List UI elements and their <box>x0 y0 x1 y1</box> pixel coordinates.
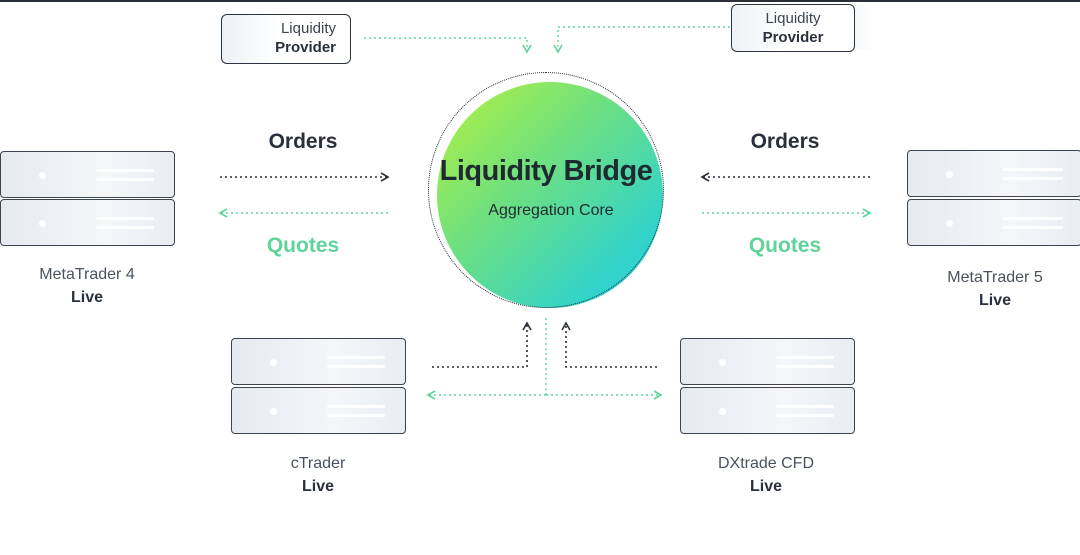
core-dotted-ring <box>428 72 664 308</box>
liquidity-provider-right: Liquidity Provider <box>731 4 855 52</box>
server-led-icon <box>719 359 726 366</box>
mt4-server-unit-1 <box>0 151 175 198</box>
server-slot-icon <box>776 414 834 417</box>
server-slot-icon <box>1003 217 1063 220</box>
server-slot-icon <box>1003 168 1063 171</box>
provider-left-line <box>364 37 532 54</box>
server-slot-icon <box>776 365 834 368</box>
top-border <box>0 0 1080 2</box>
right-orders-label: Orders <box>750 130 820 153</box>
server-slot-icon <box>96 226 154 229</box>
right-quotes-label: Quotes <box>748 234 822 257</box>
server-led-icon <box>946 220 953 227</box>
mt5-name: MetaTrader 5 <box>947 269 1043 286</box>
left-orders-label: Orders <box>268 130 338 153</box>
server-led-icon <box>270 359 277 366</box>
liquidity-provider-left: Liquidity Provider <box>221 14 351 64</box>
mt4-status: Live <box>70 289 103 306</box>
dxtrade-orders-line <box>561 321 657 368</box>
dxtrade-server-unit-1 <box>680 338 855 385</box>
ctrader-status: Live <box>301 478 334 495</box>
server-slot-icon <box>327 365 385 368</box>
server-slot-icon <box>96 178 154 181</box>
server-slot-icon <box>327 414 385 417</box>
provider-right-line1: Liquidity <box>765 10 821 27</box>
ctrader-name: cTrader <box>290 455 346 472</box>
server-led-icon <box>39 172 46 179</box>
provider-left-line1: Liquidity <box>280 20 336 37</box>
core-title: Liquidity Bridge <box>439 155 653 187</box>
provider-right-line2: Provider <box>762 29 824 46</box>
mt5-status: Live <box>978 292 1011 309</box>
dxtrade-server-unit-2 <box>680 387 855 434</box>
server-slot-icon <box>1003 226 1063 229</box>
dxtrade-name: DXtrade CFD <box>717 455 815 472</box>
provider-left-line2: Provider <box>275 39 336 56</box>
mt5-server-unit-2 <box>907 199 1080 246</box>
server-slot-icon <box>1003 177 1063 180</box>
dxtrade-status: Live <box>749 478 782 495</box>
server-slot-icon <box>96 217 154 220</box>
server-led-icon <box>719 408 726 415</box>
server-led-icon <box>39 220 46 227</box>
core-subtitle: Aggregation Core <box>488 202 614 219</box>
mt4-name: MetaTrader 4 <box>39 266 135 283</box>
provider-right-line <box>553 26 730 54</box>
mt5-server-unit-1 <box>907 150 1080 197</box>
mt4-server-unit-2 <box>0 199 175 246</box>
server-slot-icon <box>776 405 834 408</box>
ctrader-server-unit-2 <box>231 387 406 434</box>
server-slot-icon <box>327 405 385 408</box>
ctrader-server-unit-1 <box>231 338 406 385</box>
server-slot-icon <box>776 356 834 359</box>
left-quotes-label: Quotes <box>266 234 340 257</box>
server-slot-icon <box>327 356 385 359</box>
server-slot-icon <box>96 169 154 172</box>
server-led-icon <box>270 408 277 415</box>
server-led-icon <box>946 171 953 178</box>
ctrader-orders-line <box>432 321 532 368</box>
